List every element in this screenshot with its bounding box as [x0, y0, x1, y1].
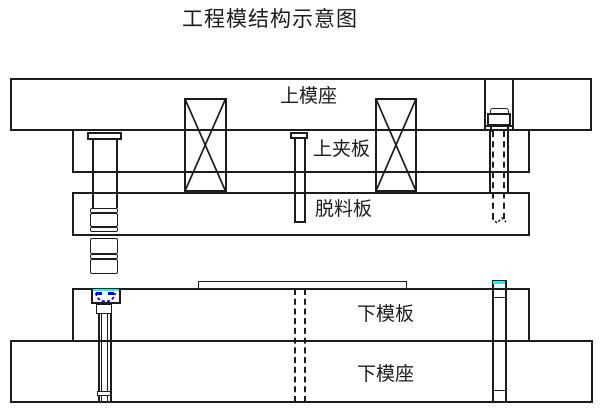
stripper-plate-outline	[72, 192, 530, 236]
dowel-column-lower-tick	[491, 389, 507, 392]
label-lower-die-base: 下模座	[357, 364, 415, 385]
bolt-clearance-hole-right-line	[507, 131, 509, 194]
bolt-counterbore-right-line	[511, 78, 514, 131]
lower-die-base-outline	[10, 339, 593, 403]
spring-segment	[90, 237, 118, 254]
label-stripper-plate: 脱料板	[315, 199, 373, 220]
spring-box-right-cross-icon	[375, 98, 417, 191]
punch-shank-left-line	[294, 139, 296, 223]
punch-tip-line	[294, 221, 306, 223]
bolt-clearance-hole-left-line	[488, 131, 491, 194]
dowel-column-upper-tick	[491, 296, 507, 299]
dowel-column-left-line	[491, 280, 494, 403]
lifter-channel-inner-left-line	[100, 313, 103, 403]
bolt-shank-hidden-left	[492, 131, 494, 219]
lifter-channel-bottom-cap	[96, 391, 111, 396]
bolt-thread-end-icon	[491, 216, 507, 225]
punch-head	[290, 131, 308, 139]
spring-segment	[90, 207, 118, 213]
bolt-neck-left-line	[489, 125, 492, 132]
diagram-title: 工程模结构示意图	[182, 7, 358, 31]
dowel-column-right-line	[504, 280, 507, 403]
bolt-shank-hidden-right	[503, 131, 505, 219]
upper-die-base-outline	[10, 78, 592, 131]
spring-segment	[90, 212, 118, 227]
bolt-counterbore-left-line	[483, 78, 486, 131]
lifter-channel-inner-right-line	[106, 313, 109, 403]
material-strip	[198, 281, 407, 288]
punch-die-hole-hidden-right	[304, 289, 306, 402]
lifter-ball-seat-left	[96, 292, 102, 295]
guide-pin-shank-right-line	[115, 140, 118, 208]
upper-clamp-plate-outline	[72, 131, 530, 173]
bolt-head	[486, 112, 511, 126]
guide-pin-shank-left-line	[92, 140, 94, 208]
spring-segment	[90, 226, 118, 232]
punch-die-hole-hidden-left	[293, 289, 296, 402]
spring-box-left	[184, 97, 227, 192]
bolt-neck-right-line	[506, 125, 509, 132]
lifter-neck	[96, 303, 112, 314]
label-lower-die-plate: 下模板	[357, 304, 415, 325]
spring-box-right	[375, 97, 417, 192]
spring-segment	[90, 259, 118, 274]
bolt-seat-line	[483, 124, 514, 127]
lower-die-plate-outline	[72, 287, 530, 340]
lifter-channel-outer-left-line	[97, 313, 100, 403]
lifter-channel-outer-right-line	[109, 313, 112, 403]
label-upper-die-base: 上模座	[280, 86, 338, 107]
label-upper-clamp-plate: 上夹板	[313, 139, 371, 160]
lifter-ball-hidden-arc-icon	[95, 292, 116, 303]
lifter-ball-seat-right	[108, 292, 114, 295]
dowel-column-cyan-cap	[493, 280, 505, 284]
punch-shank-right-line	[304, 139, 306, 223]
spring-box-left-cross-icon	[184, 98, 227, 191]
lifter-bushing-cyan-top	[92, 287, 119, 291]
spring-segment	[90, 254, 118, 259]
guide-pin-head	[87, 131, 122, 140]
